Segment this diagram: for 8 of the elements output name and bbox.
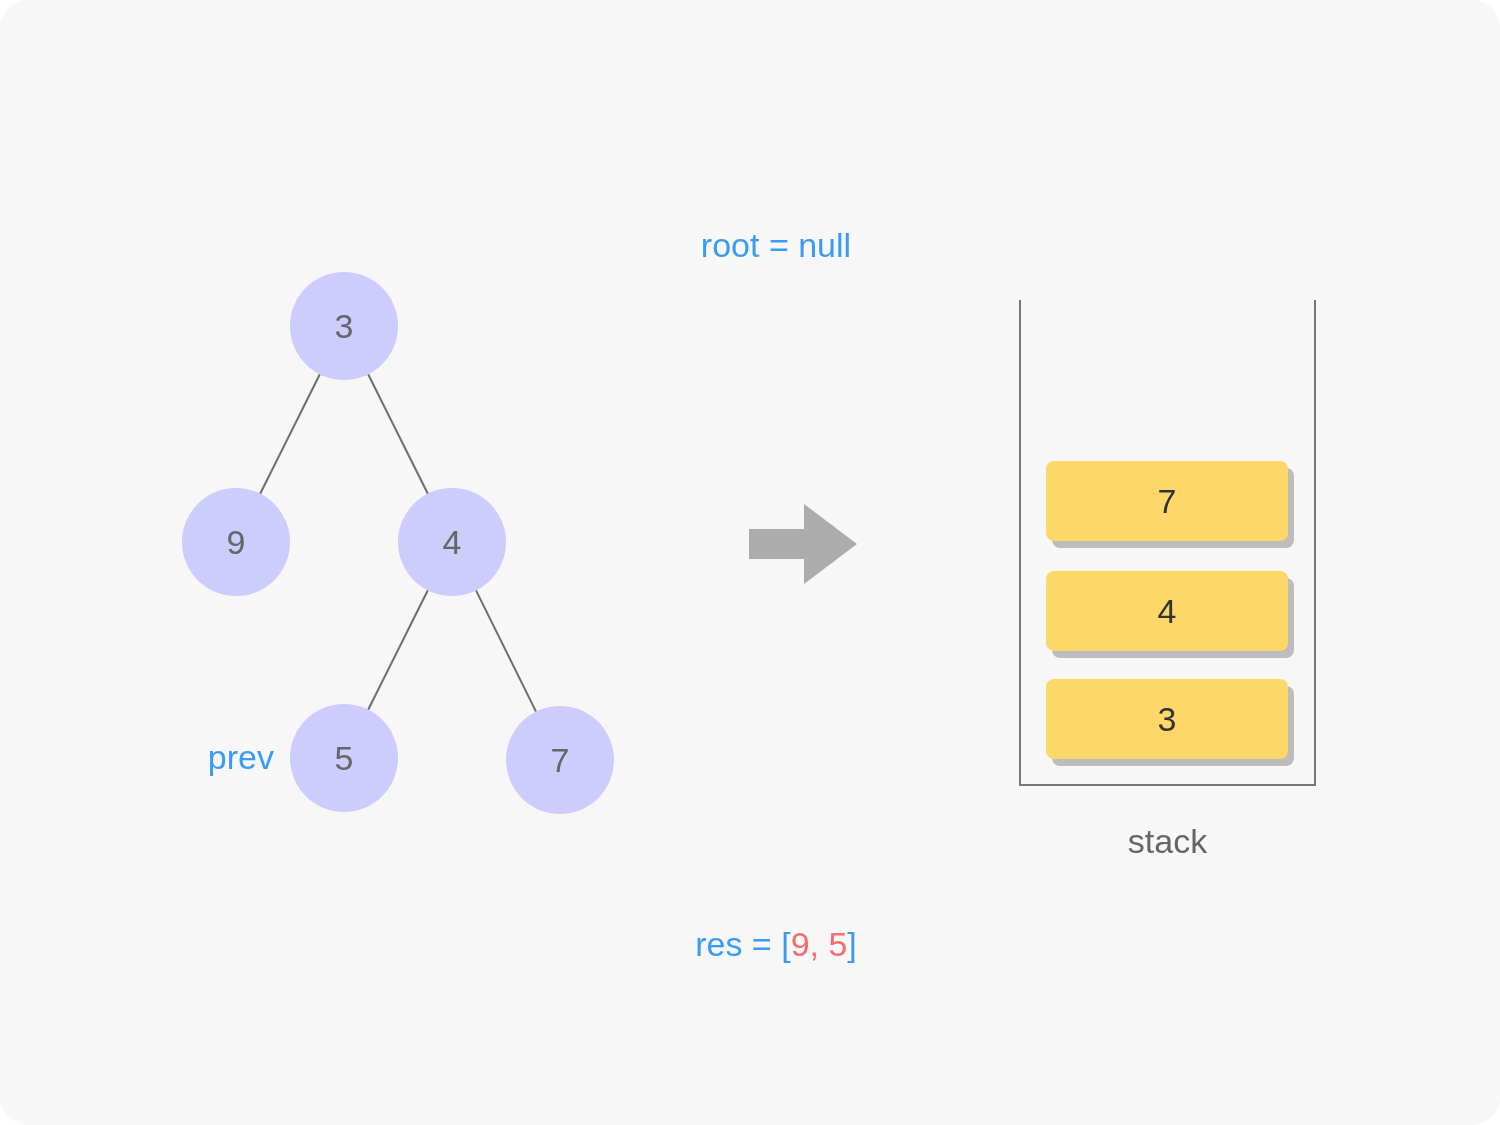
- tree-edge: [474, 589, 538, 713]
- tree-edge: [367, 373, 429, 495]
- stack-label: stack: [1126, 822, 1209, 861]
- pointer-label: prev: [207, 738, 274, 777]
- code-label: res = [9, 5]: [695, 925, 857, 964]
- tree-edge: [367, 589, 429, 711]
- tree-edge: [259, 373, 321, 495]
- code-label: root = null: [700, 226, 852, 265]
